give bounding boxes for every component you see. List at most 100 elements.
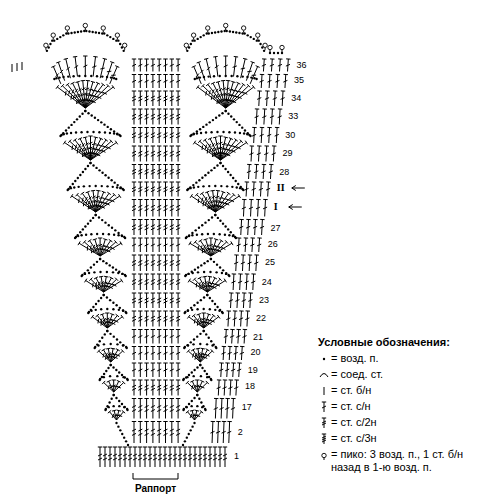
stitch-top [132, 255, 136, 256]
stitch-tick [157, 96, 161, 98]
stitch-symbol [134, 200, 135, 217]
stitch-symbol [178, 399, 179, 419]
stitch-top [132, 109, 136, 110]
stitch-tick [145, 260, 149, 262]
chain-dot [90, 233, 92, 235]
stitch-top [107, 84, 110, 87]
stitch-symbol [200, 241, 211, 256]
stitch-symbol [152, 274, 153, 290]
stitch-top [238, 273, 242, 274]
chain-dot [62, 133, 64, 135]
stitch-tick [145, 169, 149, 171]
stitch-tick [170, 385, 174, 387]
stitch-top [273, 90, 277, 91]
stitch-symbol [140, 311, 141, 327]
stitch-symbol [171, 380, 172, 396]
stitch-top [216, 421, 220, 422]
stitch-top [144, 346, 148, 347]
chain-dot [99, 258, 101, 260]
chain-dot [92, 131, 94, 133]
stitch-top [229, 138, 233, 140]
chain-dot [196, 233, 198, 235]
stitch-tick [145, 133, 149, 135]
stitch-symbol [134, 311, 135, 327]
stitch-top [73, 139, 76, 142]
stitch-symbol [215, 195, 234, 212]
chain-dot [84, 272, 86, 274]
stitch-tick [176, 117, 180, 119]
stitch-tick [138, 151, 142, 153]
stitch-top [113, 193, 116, 196]
stitch-top [207, 314, 211, 316]
stitch-symbol [171, 399, 172, 419]
chain-dot [107, 177, 109, 179]
chain-dot [235, 237, 237, 239]
stitch-tick [151, 279, 155, 281]
stitch-tick [151, 352, 155, 354]
stitch-tick [176, 225, 180, 227]
stitch-tick [190, 414, 192, 418]
stitch-top [193, 278, 196, 281]
stitch-tick [128, 458, 132, 460]
stitch-tick [170, 228, 174, 230]
stitch-top [138, 380, 142, 381]
stitch-symbol [130, 447, 131, 467]
chain-dot [215, 347, 217, 349]
chain-dot [186, 344, 188, 346]
stitch-top [191, 349, 195, 351]
stitch-top [170, 91, 174, 92]
stitch-symbol [85, 86, 108, 108]
stitch-tick [132, 369, 136, 371]
stitch-top [221, 80, 225, 81]
stitch-symbol [171, 293, 172, 308]
chain-dot [196, 366, 198, 368]
stitch-tick [278, 116, 282, 118]
stitch-symbol [195, 412, 202, 420]
stitch-tick [176, 133, 180, 135]
stitch-top [144, 219, 148, 220]
stitch-tick [236, 336, 240, 338]
stitch-top [231, 81, 235, 82]
stitch-top [112, 410, 116, 411]
stitch-symbol [105, 447, 106, 467]
stitch-top [157, 363, 161, 364]
stitch-symbol [178, 311, 179, 327]
stitch-symbol [207, 281, 225, 293]
stitch-symbol [171, 128, 172, 144]
stitch-top [121, 349, 124, 352]
stitch-symbol [134, 422, 135, 444]
stitch-top [231, 362, 235, 363]
stitch-tick [198, 199, 200, 203]
stitch-tick [132, 433, 136, 435]
stitch-tick [108, 385, 109, 389]
stitch-tick [151, 136, 155, 138]
chain-dot [87, 312, 89, 314]
stitch-tick [219, 408, 223, 410]
stitch-tick [145, 264, 149, 266]
stitch-tick [138, 169, 142, 171]
stitch-tick [157, 429, 161, 431]
stitch-tick [208, 196, 211, 199]
stitch-top [225, 398, 229, 399]
stitch-top [199, 239, 203, 241]
stitch-top [157, 146, 161, 147]
stitch-top [225, 240, 228, 243]
stitch-tick [173, 454, 177, 456]
stitch-top [206, 349, 210, 351]
stitch-top [173, 447, 177, 448]
chain-dot [70, 132, 72, 134]
stitch-tick [164, 80, 168, 82]
stitch-tick [86, 201, 87, 205]
stitch-top [151, 91, 155, 92]
chain-dot [84, 225, 86, 227]
stitch-top [151, 398, 155, 399]
stitch-top [157, 219, 161, 220]
stitch-top [262, 164, 266, 165]
stitch-tick [221, 206, 225, 208]
stitch-symbol [171, 274, 172, 290]
chain-dot [89, 162, 91, 164]
stitch-top [176, 219, 180, 220]
stitch-symbol [67, 84, 85, 108]
stitch-tick [188, 458, 192, 460]
stitch-top [151, 109, 155, 110]
